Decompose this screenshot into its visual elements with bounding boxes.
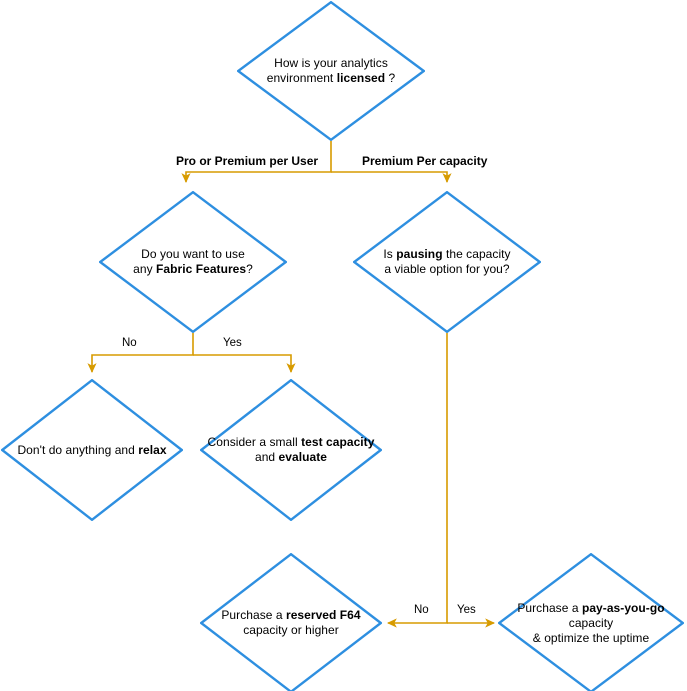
diamond-shape bbox=[1, 379, 183, 521]
diamond-shape bbox=[498, 553, 684, 691]
diamond-shape bbox=[353, 191, 541, 333]
diamond-shape bbox=[99, 191, 287, 333]
edge-license-to-pausing bbox=[331, 171, 452, 184]
edge-label-pausing-yes: Yes bbox=[455, 604, 478, 617]
edge-fabric-no-to-relax bbox=[87, 333, 194, 374]
edge-label-pro-or-premium-per-user: Pro or Premium per User bbox=[174, 154, 321, 168]
diamond-shape bbox=[237, 1, 425, 141]
edge-fabric-yes-to-test-capacity bbox=[193, 354, 296, 374]
edge-pausing-no-to-reserved-f64 bbox=[386, 333, 448, 628]
edge-label-pausing-no: No bbox=[412, 604, 431, 617]
edge-label-premium-per-capacity: Premium Per capacity bbox=[360, 154, 490, 168]
diamond-shape bbox=[200, 553, 382, 691]
edge-license-to-fabric bbox=[181, 141, 332, 184]
node-dont-do-anything-and-relax[interactable]: Don't do anything and relax bbox=[1, 379, 183, 521]
edge-label-fabric-yes: Yes bbox=[221, 337, 244, 350]
edge-label-fabric-no: No bbox=[120, 337, 139, 350]
diamond-shape bbox=[200, 379, 382, 521]
